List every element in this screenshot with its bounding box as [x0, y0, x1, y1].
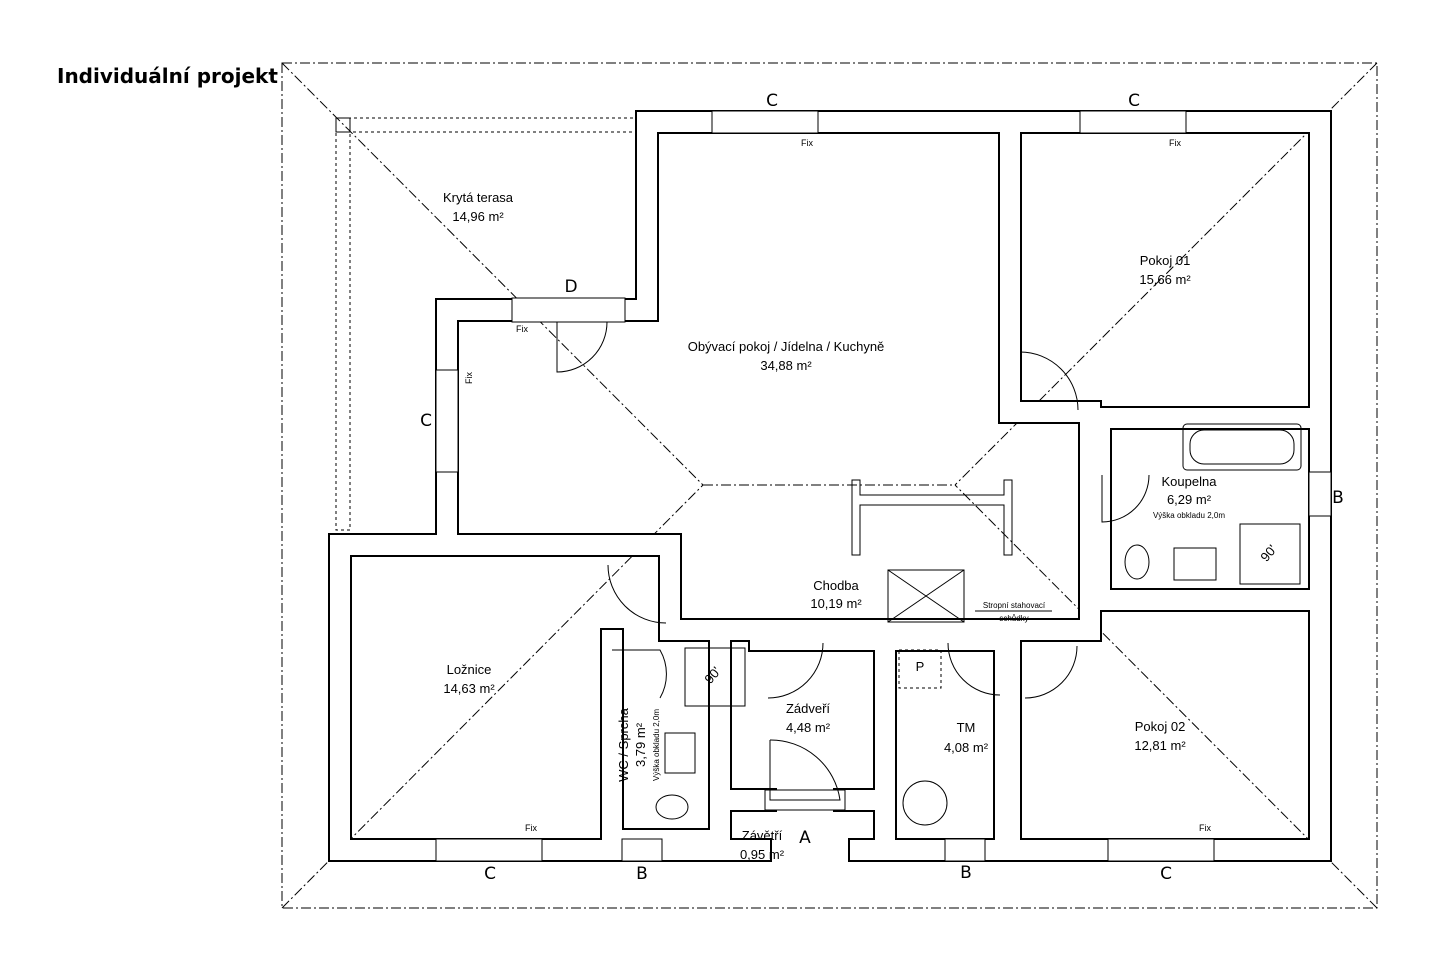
walls: [328, 110, 1332, 862]
room-name: Ložnice: [447, 662, 492, 677]
fix-label: Fix: [801, 138, 813, 148]
window-labels: C C C B D C B A B C Fix Fix Fix Fix Fix …: [420, 91, 1344, 884]
ladder-label: Stropní stahovací: [983, 601, 1046, 610]
shower-angle: 90': [1257, 542, 1279, 565]
ladder-label: schůdky: [999, 614, 1028, 623]
fix-label: Fix: [464, 372, 474, 384]
room-name: Závětří: [742, 828, 783, 843]
room-area: 14,63 m²: [443, 681, 495, 696]
room-name: Chodba: [813, 578, 859, 593]
room-name: Pokoj 02: [1135, 719, 1186, 734]
fix-label: Fix: [516, 324, 528, 334]
window-label: C: [484, 864, 496, 884]
room-area: 15,66 m²: [1139, 272, 1191, 287]
fix-label: Fix: [1169, 138, 1181, 148]
room-name: Zádveří: [786, 701, 830, 716]
room-name: Koupelna: [1162, 474, 1218, 489]
room-area: 3,79 m²: [633, 722, 648, 767]
window-label: C: [766, 91, 778, 111]
window-label: D: [564, 277, 577, 297]
room-note: Výška obkladu 2,0m: [1153, 511, 1225, 520]
fix-label: Fix: [1199, 823, 1211, 833]
p-label: P: [916, 659, 925, 674]
fix-label: Fix: [525, 823, 537, 833]
room-name: Krytá terasa: [443, 190, 514, 205]
window-label: A: [799, 828, 811, 848]
room-area: 6,29 m²: [1167, 492, 1212, 507]
room-name: WC / Sprcha: [616, 707, 631, 781]
window-label: C: [420, 411, 432, 431]
window-label: B: [636, 864, 648, 884]
window-label: B: [1332, 488, 1344, 508]
page-title: Individuální projekt: [57, 64, 278, 88]
terrace-beams: [335, 117, 637, 531]
room-area: 0,95 m²: [740, 847, 785, 862]
room-name: Pokoj 01: [1140, 253, 1191, 268]
room-area: 4,08 m²: [944, 740, 989, 755]
room-area: 12,81 m²: [1134, 738, 1186, 753]
room-area: 14,96 m²: [452, 209, 504, 224]
window-label: C: [1160, 864, 1172, 884]
room-name: Obývací pokoj / Jídelna / Kuchyně: [688, 339, 885, 354]
room-area: 34,88 m²: [760, 358, 812, 373]
room-name: TM: [957, 720, 976, 735]
room-area: 10,19 m²: [810, 596, 862, 611]
room-note: Výška obkladu 2,0m: [652, 709, 661, 781]
room-area: 4,48 m²: [786, 720, 831, 735]
window-label: C: [1128, 91, 1140, 111]
window-label: B: [960, 863, 972, 883]
